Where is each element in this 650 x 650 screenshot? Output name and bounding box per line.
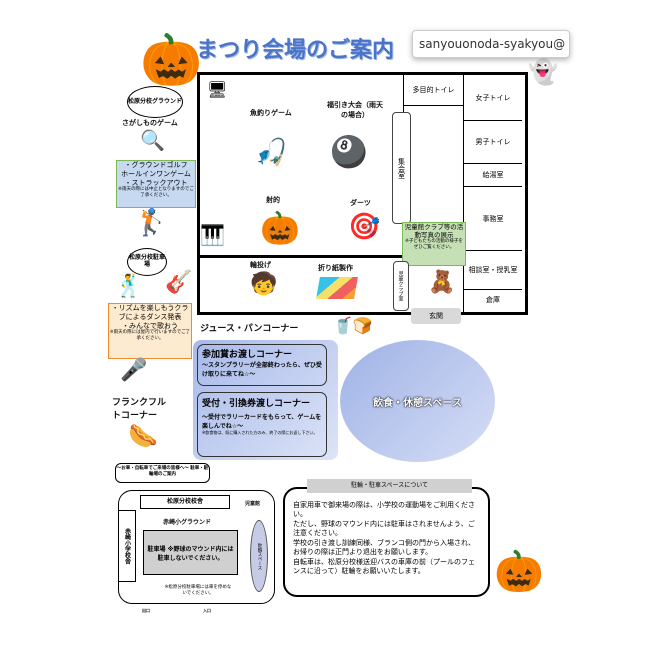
monitor-icon: 🖥 (207, 80, 228, 99)
dartboard-icon: 🎯 (348, 212, 381, 242)
corner-panel (193, 340, 338, 460)
reception-text: ～受付でラリーカードをもらって、ゲームを楽しんでね☆～ (202, 414, 322, 430)
exhibit-note: ※子どもたちの活動の様子をぜひご覧ください。 (405, 239, 463, 251)
ghost-icon: 👻 (528, 58, 558, 86)
bear-icon: 🧸 (428, 270, 456, 295)
exhibit-box: 児童館クラブ等の活動写真の展示 ※子どもたちの活動の様子をぜひご覧ください。 (402, 222, 466, 266)
dance-line: ・みんなで歌おう (122, 321, 178, 330)
dance-note: ※雨天の際には屋内で行いますのでご了承ください。 (109, 330, 191, 342)
fishing-label: 魚釣りゲーム (250, 109, 292, 117)
prize-corner: 参加賞お渡しコーナー ～スタンプラリーが全部終わったら、ぜひ受け取りに来てね☆～ (197, 344, 327, 386)
notice-box: 自家用車で御来場の際は、小学校の運動場をご利用ください。 ただし、野球のマウンド… (283, 487, 490, 597)
golf-box: ・グラウンドゴルフ ホールインワンゲーム ・ストラックアウト ※雨天の際には中止… (116, 160, 196, 208)
golf-line: ・ストラックアウト (124, 178, 188, 187)
pumpkin-witch-icon: 🎃 (140, 31, 203, 89)
ground-oval: 松原分校グラウンド (127, 86, 183, 118)
room-multipurpose-toilet: 多目的トイレ (404, 75, 463, 106)
bingo-card-icon: 🎱 (330, 135, 368, 170)
ring-toss-label: 輪投げ (250, 261, 271, 269)
reception-note: ※飲食物は、既に購入された方のみ、終了の際にお返し下さい。 (202, 430, 318, 435)
room-kitchenette: 給湯室 (464, 164, 522, 187)
parking-area: 駐車場 ※野球のマウンド内には駐車しないでください。 (143, 530, 238, 575)
room-men-toilet: 男子トイレ (464, 121, 522, 164)
dance-line: ・リズムを楽しもうクラブによるダンス発表 (111, 304, 189, 321)
darts-label: ダーツ (350, 199, 371, 207)
fishing-boy-icon: 🎣 (255, 138, 288, 168)
room-office: 事務室 (464, 187, 522, 251)
notice-line: ただし、野球のマウンド内には駐車はされませんよう、ご注意ください。 (293, 519, 475, 538)
magnifier-person-icon: 🔍 (140, 128, 165, 152)
map-note: ※松原分校駐車場には車を停めないでください。 (164, 585, 232, 596)
ground-label: 赤崎小グラウンド (163, 519, 212, 526)
eating-rest-space: 飲食・休憩スペース (340, 340, 495, 462)
search-game-label: さがしものゲーム (122, 119, 178, 127)
reception-corner: 受付・引換券渡しコーナー ～受付でラリーカードをもらって、ゲームを楽しんでね☆～… (197, 392, 327, 457)
drinks-icon: 🥤🍞 (333, 316, 373, 335)
exhibit-title: 児童館クラブ等の活動写真の展示 (404, 223, 464, 240)
golf-note: ※雨天の際には中止となりますのでご了承ください。 (118, 187, 194, 199)
parking-callout: ～お車・自転車でご来場の皆様へ～ 駐車・駐輪場のご案内 (115, 463, 210, 483)
hall-room: 集会室 (392, 112, 411, 224)
school-building: 松原分校校舎 (140, 495, 230, 509)
room-consultation: 相談室・授乳室 (464, 251, 522, 290)
akasaki-school: 赤崎小学校舎 (118, 510, 136, 582)
page-title: まつり会場のご案内 (196, 38, 395, 63)
entry-label: 入口 (203, 608, 211, 613)
guitar-icon: 🎸 (165, 270, 193, 295)
lottery-label: 福引き大会（雨天の場合） (327, 101, 383, 119)
origami-icon (316, 277, 358, 299)
sausage-icon: 🌭 (128, 422, 158, 450)
url-tooltip: sanyouonoda-syakyou@ (412, 30, 570, 58)
dancer-icon: 🕺 (115, 274, 143, 299)
frankfurt-label: フランクフルトコーナー (112, 398, 167, 421)
reception-title: 受付・引換券渡しコーナー (202, 399, 311, 409)
pumpkin-icon: 🎃 (494, 549, 544, 595)
ring-toss-boy-icon: 🧒 (250, 272, 278, 297)
notice-line: 自家用車で御来場の際は、小学校の運動場をご利用ください。 (293, 501, 475, 519)
juice-bread-corner: ジュース・パンコーナー (200, 324, 299, 334)
golf-line: ホールインワンゲーム (121, 169, 191, 178)
prize-text: ～スタンプラリーが全部終わったら、ぜひ受け取りに来てね☆～ (202, 362, 322, 378)
entrance: 玄関 (411, 308, 461, 324)
golf-line: ・グラウンドゴルフ (124, 161, 188, 169)
club-room: 児童クラブ室 (393, 261, 409, 311)
notice-line: 自転車は、松原分校様送迎バスの車庫の前（プールのフェンスに沿って）駐輪をお願いい… (293, 557, 475, 576)
building-map (197, 72, 528, 315)
piano-icon: 🎹 (200, 223, 225, 247)
room-women-toilet: 女子トイレ (464, 75, 522, 121)
pumpkin-icon: 🎃 (260, 209, 300, 247)
jidokan-label: 児童館 (245, 501, 261, 507)
dance-box: ・リズムを楽しもうクラブによるダンス発表 ・みんなで歌おう ※雨天の際には屋内で… (108, 303, 192, 359)
shooting-label: 射的 (266, 196, 280, 204)
notice-header: 駐輪・駐車スペースについて (307, 479, 472, 493)
divider (197, 255, 403, 258)
origami-label: 折り紙製作 (318, 264, 353, 272)
parking-oval: 松原分校駐車場 (127, 248, 167, 276)
exit-label: 出口 (142, 608, 150, 613)
bike-space: 駐輪スペース (250, 520, 268, 592)
divider (463, 72, 464, 312)
room-storage: 倉庫 (486, 295, 500, 304)
notice-line: 学校の引き渡し訓練同様、ブランコ側の門から入場され、お帰りの際は正門より退出をお… (293, 538, 476, 557)
singing-kids-icon: 🎤 (120, 358, 148, 383)
golfer-icon: 🏌 (135, 208, 168, 238)
prize-title: 参加賞お渡しコーナー (202, 350, 293, 360)
